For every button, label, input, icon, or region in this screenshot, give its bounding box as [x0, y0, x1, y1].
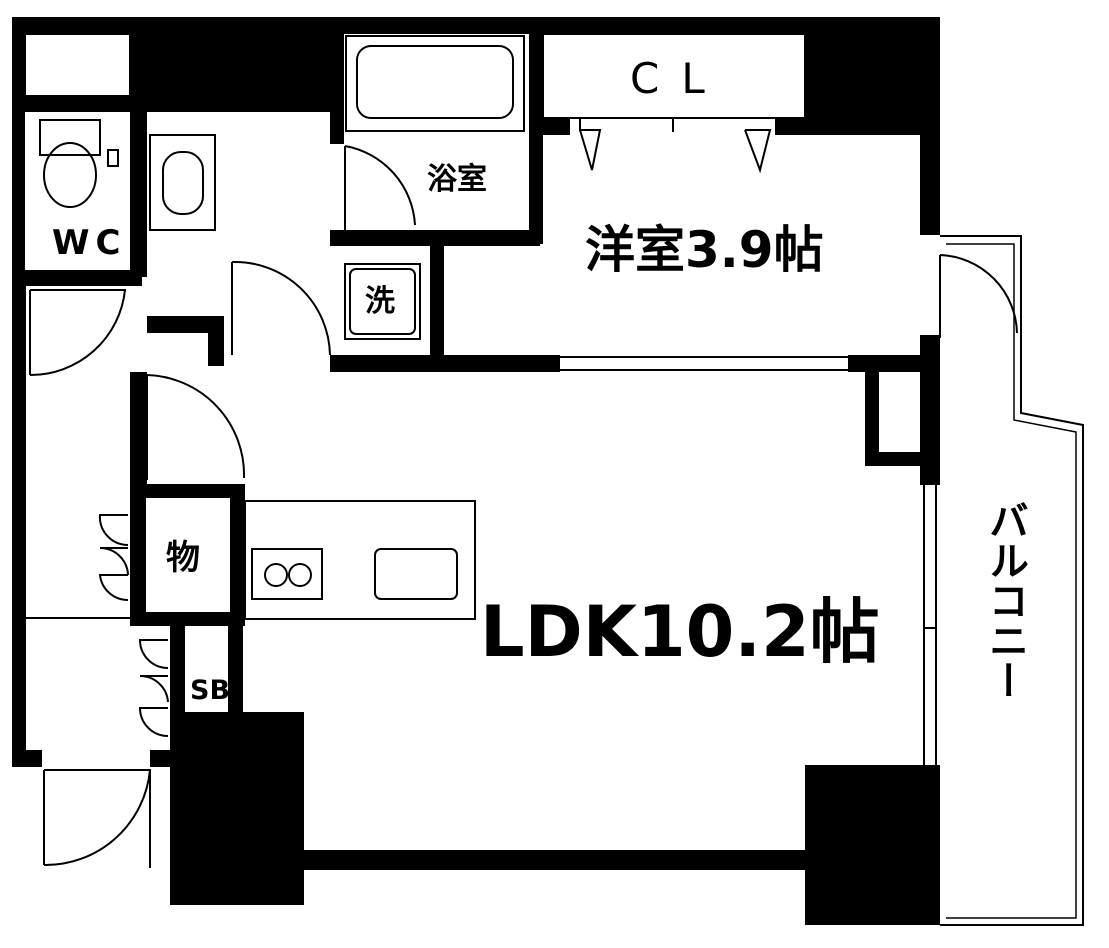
balcony-label: バルコニー: [982, 500, 1028, 700]
wc-label: WC: [52, 223, 127, 263]
walls: [12, 17, 940, 870]
bathroom-label: 浴室: [427, 162, 487, 197]
interior-walls: [12, 34, 928, 752]
closet-label: CL: [630, 54, 727, 103]
balcony-outline: [940, 235, 1084, 926]
washer-label: 洗: [365, 284, 395, 319]
storage-label: 物: [166, 538, 200, 578]
western-room-label: 洋室3.9帖: [585, 221, 824, 279]
shoe-box-label: SB: [190, 675, 231, 706]
fixtures: [24, 33, 937, 765]
structural-columns: [140, 17, 940, 925]
door-swings: [29, 145, 1018, 868]
ldk-label: LDK10.2帖: [480, 591, 880, 673]
